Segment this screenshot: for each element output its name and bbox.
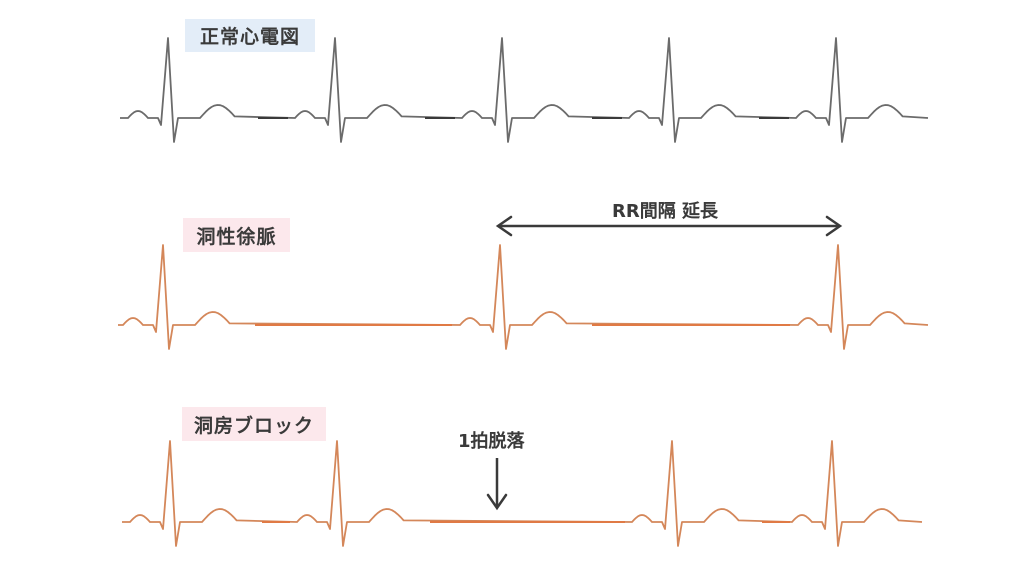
ecg-trace-normal — [120, 37, 929, 143]
arrow-right-head-icon — [825, 215, 843, 237]
label-sinoatrial-block: 洞房ブロック — [182, 407, 326, 441]
ecg-trace-sinoatrial-block — [122, 440, 923, 547]
label-normal-ecg: 正常心電図 — [185, 19, 315, 52]
label-normal-ecg-text: 正常心電図 — [199, 26, 300, 48]
dropped-beat-annotation: 1拍脱落 — [458, 431, 525, 452]
label-sinoatrial-block-text: 洞房ブロック — [193, 414, 314, 437]
annotation-arrows — [486, 215, 843, 511]
rr-interval-annotation: RR間隔 延長 — [612, 201, 718, 222]
arrow-left-head-icon — [495, 215, 513, 237]
arrow-down-head-icon — [486, 493, 508, 511]
ecg-trace-sinus-bradycardia — [118, 244, 929, 350]
label-sinus-bradycardia: 洞性徐脈 — [183, 218, 290, 252]
label-sinus-bradycardia-text: 洞性徐脈 — [196, 225, 277, 248]
ecg-traces — [118, 37, 929, 547]
